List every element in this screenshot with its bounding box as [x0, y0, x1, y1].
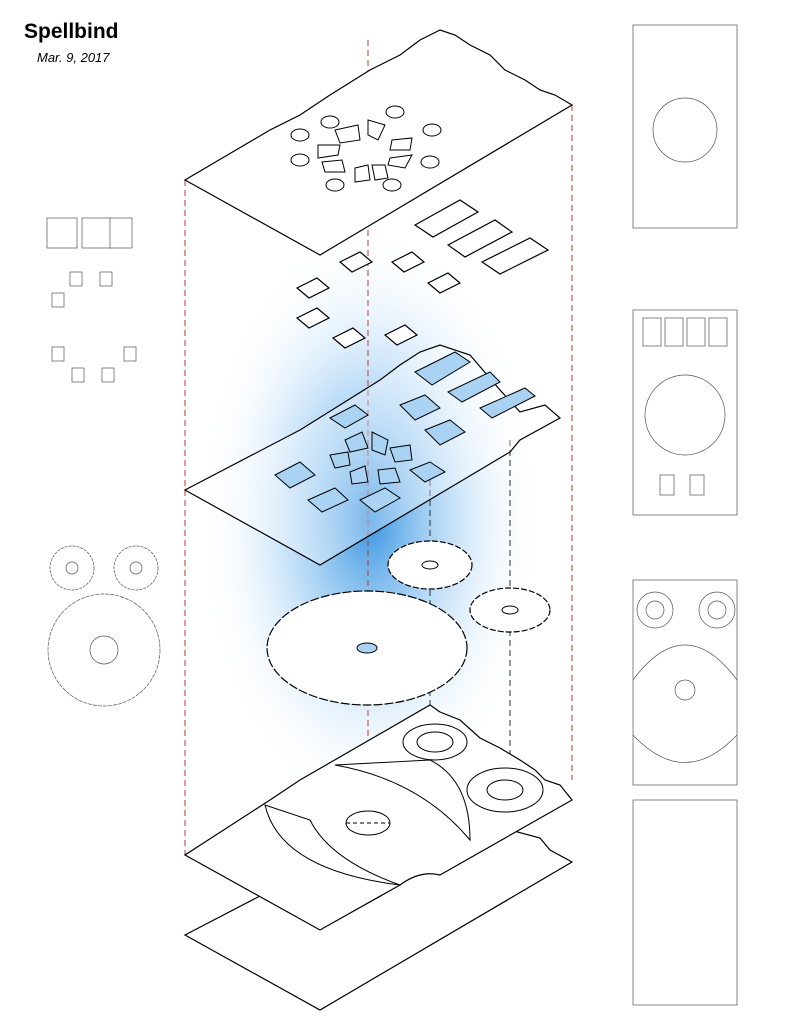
- gear-retainer-flat: [632, 579, 738, 786]
- rune-plate-flat: [632, 309, 738, 516]
- gear-retainer-plate: [183, 704, 573, 931]
- rune-plate: [183, 344, 562, 566]
- pegs: [295, 199, 550, 349]
- flat-pattern-left: [46, 217, 161, 707]
- small-gear-right: [469, 587, 551, 633]
- slot-2: [447, 371, 501, 403]
- lid-plate: [183, 29, 574, 256]
- flat-pattern-right: [632, 24, 738, 1006]
- base-flat: [632, 799, 738, 1006]
- large-gear: [266, 590, 468, 706]
- slot-1: [414, 351, 471, 386]
- date-label: Mar. 9, 2017: [37, 50, 110, 65]
- rune-cutouts: [274, 394, 466, 513]
- lid-flat: [632, 24, 738, 229]
- spell-wheel-cutouts: [290, 105, 442, 192]
- small-gear-left: [387, 540, 473, 590]
- page-title: Spellbind: [24, 20, 119, 43]
- slot-3: [479, 387, 536, 419]
